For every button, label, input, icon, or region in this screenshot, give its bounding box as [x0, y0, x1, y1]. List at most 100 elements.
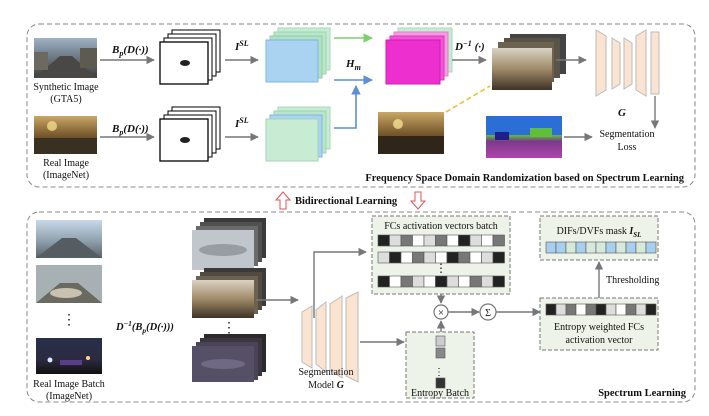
bp-label-top: Bp(D(·)): [111, 44, 149, 58]
real-batch-label: Real Image Batch: [33, 379, 105, 390]
fc-row-1-cell: [435, 234, 448, 247]
randomized-images: [492, 34, 566, 90]
top-panel-frame: [26, 23, 696, 188]
dinv-label: D−1 (·): [454, 39, 485, 53]
fc-dots: ⋮: [435, 261, 447, 275]
fc-vector-row-1: [377, 234, 505, 247]
ewfc-cell: [575, 303, 587, 316]
ewfc-cell: [585, 303, 597, 316]
isl-stack-top: [265, 27, 331, 83]
fc-row-3-cell: [446, 275, 459, 288]
mask-cell: [645, 241, 657, 254]
blur-stack-3: [192, 334, 266, 382]
dif-mask-vector: [545, 241, 657, 254]
mask-cell: [605, 241, 617, 254]
segmentation-map: [486, 116, 562, 158]
ewfc-cell: [545, 303, 557, 316]
fc-row-1-cell: [377, 234, 390, 247]
fc-vector-row-2: [377, 251, 505, 264]
fc-row-3-cell: [492, 275, 505, 288]
ewfc-cell: [605, 303, 617, 316]
bidirectional-up-arrow: [274, 191, 292, 210]
fc-row-1-cell: [446, 234, 459, 247]
entropy-vector: [435, 335, 446, 389]
ewfc-cell: [645, 303, 657, 316]
ewfc-cell: [635, 303, 647, 316]
real-image-center: [378, 112, 444, 154]
seg-network-bottom: [301, 291, 359, 383]
fc-row-2-cell: [481, 251, 494, 264]
bp-label-bottom: Bp(D(·)): [111, 123, 149, 137]
isl-label-bottom: ISL: [234, 116, 249, 130]
seg-loss-1: Segmentation: [600, 129, 655, 140]
synthetic-sub: (GTA5): [50, 94, 81, 105]
real-label: Real Image: [43, 158, 89, 169]
mask-cell: [545, 241, 557, 254]
fc-row-2-cell: [400, 251, 413, 264]
batch-dots-mid: ⋮: [222, 321, 236, 336]
bottom-panel-frame: [26, 211, 696, 403]
fc-row-3-cell: [423, 275, 436, 288]
mask-cell: [555, 241, 567, 254]
spectrum-stack-bottom: [159, 106, 221, 162]
fc-batch-title: FCs activation vectors batch: [384, 221, 498, 232]
seg-model-label-1: Segmentation: [299, 367, 354, 378]
g-label-top: G: [618, 107, 626, 119]
ewfc-cell: [615, 303, 627, 316]
blur-stack-2: [192, 268, 266, 318]
dif-mask-title: DIFs/DVFs mask ISL: [557, 226, 642, 239]
fc-row-1-cell: [458, 234, 471, 247]
fc-row-3-cell: [412, 275, 425, 288]
fc-row-1-cell: [400, 234, 413, 247]
mask-cell: [565, 241, 577, 254]
seg-model-label-2: Model G: [308, 380, 345, 391]
mask-cell: [585, 241, 597, 254]
blur-stack-1: [192, 218, 266, 270]
bottom-panel-title: Spectrum Learning: [598, 388, 687, 399]
ewfc-label-2: activation vector: [566, 335, 634, 346]
top-panel-title: Frequency Space Domain Randomization bas…: [365, 173, 684, 184]
ewfc-label-1: Entropy weighted FCs: [554, 322, 644, 333]
fc-row-2-cell: [389, 251, 402, 264]
ewfc-vector: [545, 303, 657, 316]
fc-row-3-cell: [458, 275, 471, 288]
arrow-blue-bottom-up: [334, 85, 361, 129]
seg-network-top: [595, 29, 660, 97]
fc-row-2-cell: [412, 251, 425, 264]
isl-label-top: ISL: [234, 39, 249, 53]
ewfc-cell: [555, 303, 567, 316]
hm-label: Hm: [345, 58, 361, 72]
svg-text:Bp(D(·)): Bp(D(·)): [111, 44, 149, 58]
real-sub: (ImageNet): [43, 170, 89, 181]
fc-row-1-cell: [492, 234, 505, 247]
synthetic-label: Synthetic Image: [33, 82, 99, 93]
dashed-yellow-link: [445, 85, 491, 113]
fc-row-3-cell: [469, 275, 482, 288]
entropy-cell: [435, 347, 446, 359]
fc-row-2-cell: [446, 251, 459, 264]
fc-row-3-cell: [389, 275, 402, 288]
fc-row-3-cell: [435, 275, 448, 288]
seg-loss-2: Loss: [618, 142, 637, 153]
fc-row-3-cell: [377, 275, 390, 288]
svg-text:Bp(D(·)): Bp(D(·)): [111, 123, 149, 137]
mask-cell: [595, 241, 607, 254]
randomized-stack: [385, 27, 453, 85]
bidirectional-label: Bidirectional Learning: [295, 196, 398, 207]
multiply-symbol: ×: [438, 307, 444, 319]
thresholding-label: Thresholding: [606, 275, 659, 286]
ewfc-cell: [565, 303, 577, 316]
entropy-dots: ⋮: [434, 367, 444, 378]
fc-row-2-cell: [423, 251, 436, 264]
mask-cell: [635, 241, 647, 254]
fc-row-1-cell: [423, 234, 436, 247]
real-batch-img-1: [36, 220, 102, 258]
real-image: [34, 116, 97, 154]
mask-cell: [575, 241, 587, 254]
ewfc-cell: [595, 303, 607, 316]
fc-row-2-cell: [469, 251, 482, 264]
dinv-bp-label: D−1(Bp(D(·))): [115, 319, 174, 335]
fc-row-1-cell: [481, 234, 494, 247]
real-batch-sub: (ImageNet): [46, 391, 92, 402]
entropy-batch-label: Entropy Batch: [411, 388, 469, 399]
